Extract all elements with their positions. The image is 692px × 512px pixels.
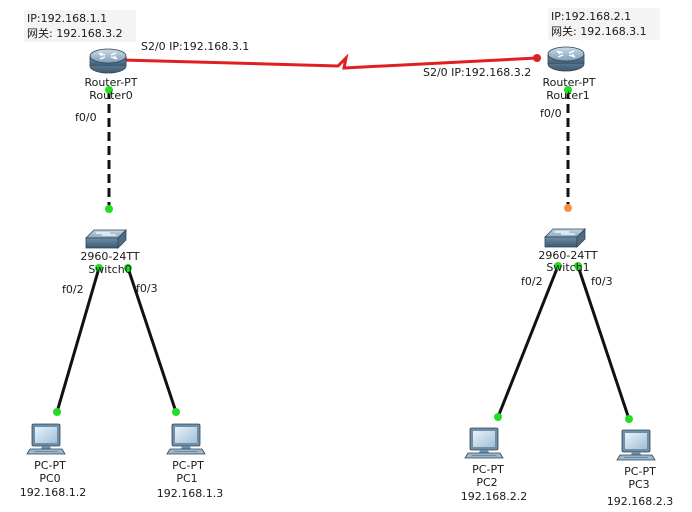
pc-icon: [26, 423, 66, 455]
switch1[interactable]: 2960-24TT Switch1: [538, 228, 598, 274]
port-dot-switch0-uplink: [105, 205, 113, 213]
pc0[interactable]: PC-PT PC0 192.168.1.2: [20, 423, 86, 499]
pc2-type: PC-PT: [472, 463, 504, 476]
pc3-type: PC-PT: [624, 465, 656, 478]
router-icon: [89, 48, 127, 74]
port-dot-router1-f00: [564, 86, 572, 94]
switch0[interactable]: 2960-24TT Switch0: [80, 229, 140, 276]
note-router0-ip: IP:192.168.1.1: [27, 12, 107, 25]
switch1-f03-label: f0/3: [591, 275, 613, 288]
pc0-ip: 192.168.1.2: [20, 486, 86, 499]
pc3-ip: 192.168.2.3: [607, 495, 673, 508]
pc0-type: PC-PT: [34, 459, 66, 472]
pc2-name: PC2: [476, 476, 497, 489]
note-router1[interactable]: IP:192.168.2.1 网关: 192.168.3.1: [548, 8, 660, 40]
port-dot-pc0: [53, 408, 61, 416]
pc3[interactable]: PC-PT PC3 192.168.2.3: [607, 429, 673, 508]
ethernet-link-switch0-pc0[interactable]: [55, 267, 101, 413]
switch1-type: 2960-24TT: [538, 249, 597, 262]
pc-icon: [166, 423, 206, 455]
router0-type: Router-PT: [84, 76, 137, 89]
pc-icon: [464, 427, 504, 459]
switch0-f02-label: f0/2: [62, 283, 84, 296]
ethernet-link-switch1-pc3[interactable]: [576, 265, 631, 420]
port-dot-switch1-f02: [554, 262, 562, 270]
switch1-name: Switch1: [546, 261, 589, 274]
port-dot-router0-f00: [105, 86, 113, 94]
router1-serial-label: S2/0 IP:192.168.3.2: [423, 66, 531, 79]
switch0-type: 2960-24TT: [80, 250, 139, 263]
pc1-name: PC1: [176, 472, 197, 485]
pc2[interactable]: PC-PT PC2 192.168.2.2: [461, 427, 527, 503]
port-dot-switch1-f03: [574, 262, 582, 270]
router0-name: Router0: [89, 89, 132, 102]
pc1-ip: 192.168.1.3: [157, 487, 223, 500]
port-dot-switch1-uplink: [564, 204, 572, 212]
pc0-name: PC0: [39, 472, 60, 485]
router1-f00-label: f0/0: [540, 107, 562, 120]
ethernet-link-switch1-pc2[interactable]: [496, 265, 560, 418]
router1-name: Router1: [546, 89, 589, 102]
router0-serial-label: S2/0 IP:192.168.3.1: [141, 40, 249, 53]
port-dot-pc2: [494, 413, 502, 421]
serial-port-dot-router1: [533, 54, 541, 62]
port-dot-switch0-f03: [124, 264, 132, 272]
switch0-name: Switch0: [88, 263, 131, 276]
pc1[interactable]: PC-PT PC1 192.168.1.3: [157, 423, 223, 500]
switch1-f02-label: f0/2: [521, 275, 543, 288]
pc1-type: PC-PT: [172, 459, 204, 472]
note-router1-gateway: 网关: 192.168.3.1: [551, 24, 647, 38]
switch0-f03-label: f0/3: [136, 282, 158, 295]
ethernet-link-switch0-pc1[interactable]: [126, 267, 178, 413]
note-router0[interactable]: IP:192.168.1.1 网关: 192.168.3.2: [24, 10, 136, 42]
router0-f00-label: f0/0: [75, 111, 97, 124]
note-router1-ip: IP:192.168.2.1: [551, 10, 631, 23]
router-icon: [547, 46, 585, 72]
router1[interactable]: Router-PT Router1: [542, 46, 596, 102]
switch-icon: [85, 229, 127, 249]
port-dot-pc1: [172, 408, 180, 416]
router0[interactable]: Router-PT Router0: [84, 48, 138, 102]
pc2-ip: 192.168.2.2: [461, 490, 527, 503]
port-dot-switch0-f02: [95, 264, 103, 272]
port-dot-pc3: [625, 415, 633, 423]
serial-link[interactable]: [122, 53, 538, 70]
switch-icon: [544, 228, 586, 248]
pc-icon: [616, 429, 656, 461]
router1-type: Router-PT: [542, 76, 595, 89]
note-router0-gateway: 网关: 192.168.3.2: [27, 26, 123, 40]
pc3-name: PC3: [628, 478, 649, 491]
